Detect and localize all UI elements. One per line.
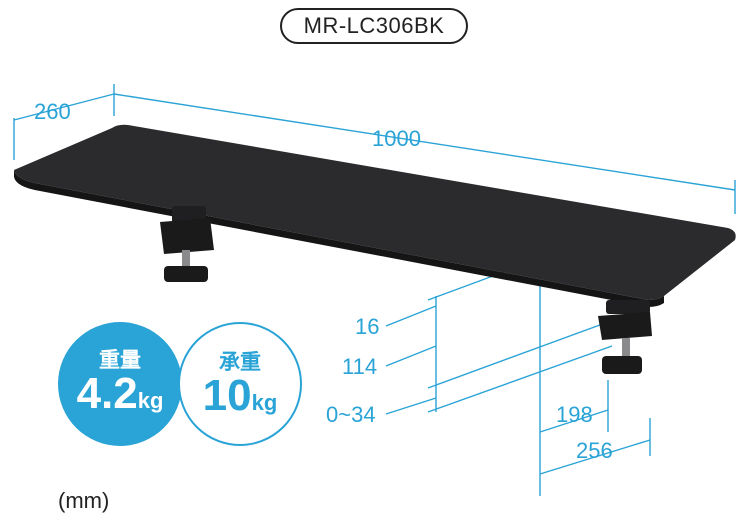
weight-badge: 重量 4.2kg xyxy=(58,322,182,446)
weight-value: 4.2 xyxy=(76,369,138,418)
dim-clamp-offset: 198 xyxy=(556,402,593,427)
load-capacity-badge: 承重 10kg xyxy=(178,322,302,446)
dim-width: 1000 xyxy=(372,126,421,151)
weight-unit: kg xyxy=(137,388,164,413)
left-clamp xyxy=(160,206,214,282)
dim-board-thickness: 16 xyxy=(355,314,380,339)
dim-clamp-range: 0~34 xyxy=(326,402,376,427)
dimension-lines xyxy=(13,84,736,496)
weight-value-line: 4.2kg xyxy=(58,372,182,416)
desk-shelf-board xyxy=(14,124,736,307)
unit-note: (mm) xyxy=(58,488,110,513)
dim-clamp-span: 256 xyxy=(576,438,613,463)
weight-label: 重量 xyxy=(99,348,141,372)
load-value: 10 xyxy=(202,371,252,420)
right-clamp xyxy=(598,300,652,374)
dim-clamp-depth: 114 xyxy=(342,354,378,379)
load-label: 承重 xyxy=(219,350,261,374)
dim-depth: 260 xyxy=(34,99,71,124)
model-number: MR-LC306BK xyxy=(280,8,468,44)
load-value-line: 10kg xyxy=(180,374,300,418)
load-unit: kg xyxy=(251,390,278,415)
